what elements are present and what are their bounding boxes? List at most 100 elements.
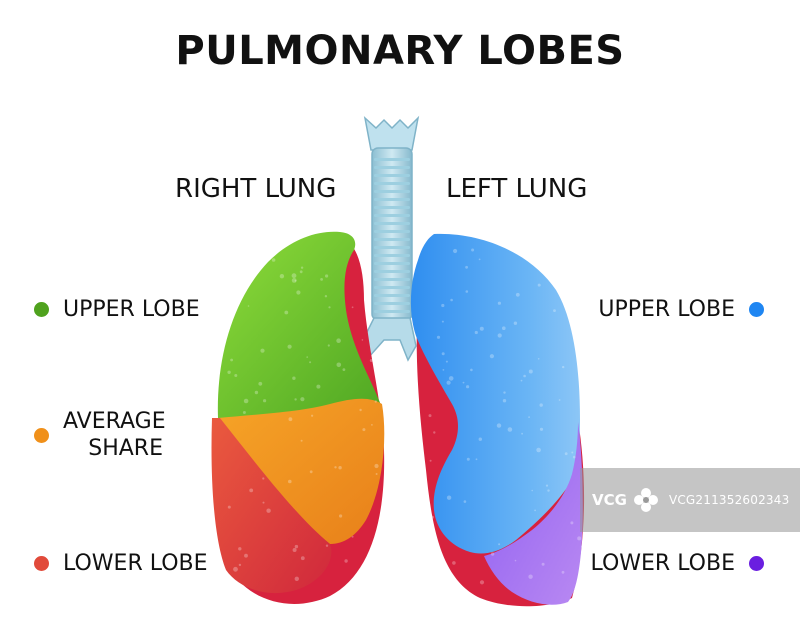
left-lung-heading: LEFT LUNG [446, 174, 588, 204]
texture-dot [498, 543, 501, 546]
texture-dot [452, 561, 456, 565]
watermark-code: VCG211352602343 [668, 493, 790, 507]
trachea-ring [374, 246, 410, 249]
texture-dot [316, 384, 321, 389]
texture-dot [450, 298, 453, 302]
texture-dot [474, 330, 478, 335]
texture-dot [536, 447, 541, 453]
texture-dot [279, 274, 285, 279]
trachea-ring [374, 182, 410, 185]
texture-dot [490, 552, 495, 556]
texture-dot [542, 271, 545, 275]
right-lower-lobe [211, 418, 332, 594]
texture-dot [361, 339, 364, 341]
texture-dot [441, 320, 444, 323]
trachea-ring [374, 206, 410, 209]
legend-right-lower-lobe: LOWER LOBE [34, 551, 208, 576]
texture-dot [489, 354, 494, 359]
trachea-ring [374, 294, 410, 297]
trachea-ring [374, 302, 410, 305]
legend-left-lower-lobe: LOWER LOBE [590, 551, 764, 576]
texture-dot [294, 576, 299, 581]
flower-icon [633, 488, 658, 512]
orange-dot-icon [34, 427, 49, 443]
trachea-ring [374, 270, 410, 273]
trachea-ring [374, 254, 410, 257]
texture-dot [471, 248, 475, 252]
trachea-ring [374, 158, 410, 161]
texture-dot [371, 562, 376, 568]
trachea-ring [374, 166, 410, 169]
texture-dot [428, 414, 432, 418]
texture-dot [478, 258, 481, 261]
legend-label: LOWER LOBE [590, 551, 735, 576]
texture-dot [541, 562, 545, 566]
texture-dot [534, 509, 536, 512]
texture-dot [470, 368, 473, 372]
right-middle-lobe [218, 398, 385, 544]
texture-dot [537, 283, 541, 287]
texture-dot [375, 473, 378, 475]
texture-dot [291, 278, 297, 283]
texture-dot [571, 451, 574, 454]
texture-dot [359, 408, 362, 412]
texture-dot [296, 290, 301, 295]
legend-left-upper-lobe: UPPER LOBE [598, 297, 764, 322]
legend-label: AVERAGE SHARE [63, 408, 166, 462]
trachea-ring [374, 190, 410, 193]
texture-dot [570, 521, 574, 525]
texture-dot [351, 306, 354, 309]
texture-dot [288, 417, 293, 422]
texture-dot [258, 381, 263, 386]
texture-dot [294, 279, 297, 282]
texture-dot [271, 258, 276, 262]
trachea-ring [374, 262, 410, 265]
texture-dot [260, 348, 265, 353]
texture-dot [502, 326, 506, 331]
texture-dot [300, 266, 304, 269]
texture-dot [311, 414, 314, 417]
texture-dot [300, 397, 305, 402]
texture-dot [539, 403, 543, 407]
texture-dot [362, 428, 366, 432]
trachea-ring [374, 198, 410, 201]
texture-dot [266, 508, 271, 513]
texture-dot [436, 335, 441, 339]
texture-dot [441, 303, 445, 308]
texture-dot [263, 399, 267, 403]
surface-texture [227, 248, 582, 585]
texture-dot [288, 479, 292, 484]
texture-dot [479, 580, 485, 585]
texture-dot [243, 398, 249, 404]
texture-dot [431, 515, 434, 519]
right-lung [211, 231, 385, 604]
texture-dot [262, 501, 265, 504]
texture-dot [497, 333, 502, 338]
texture-dot [441, 352, 445, 356]
watermark-logo-text: VCG [592, 491, 627, 509]
texture-dot [230, 358, 234, 362]
texture-dot [247, 305, 250, 307]
texture-dot [446, 495, 452, 500]
texture-dot [262, 477, 265, 480]
texture-dot [528, 416, 530, 418]
texture-dot [561, 570, 565, 574]
texture-dot [496, 423, 502, 428]
texture-dot [545, 484, 549, 487]
trachea-top [363, 115, 420, 151]
texture-dot [513, 321, 518, 325]
texture-dot [242, 411, 246, 414]
legend-label: UPPER LOBE [63, 297, 200, 322]
left-upper-lobe [410, 233, 580, 554]
texture-dot [292, 376, 296, 380]
trachea-ring [374, 230, 410, 233]
texture-dot [369, 359, 373, 362]
texture-dot [521, 432, 523, 435]
texture-dot [497, 301, 501, 305]
texture-dot [520, 379, 523, 382]
texture-dot [234, 374, 238, 377]
texture-dot [249, 488, 254, 493]
texture-dot [227, 505, 231, 509]
texture-dot [374, 463, 379, 469]
